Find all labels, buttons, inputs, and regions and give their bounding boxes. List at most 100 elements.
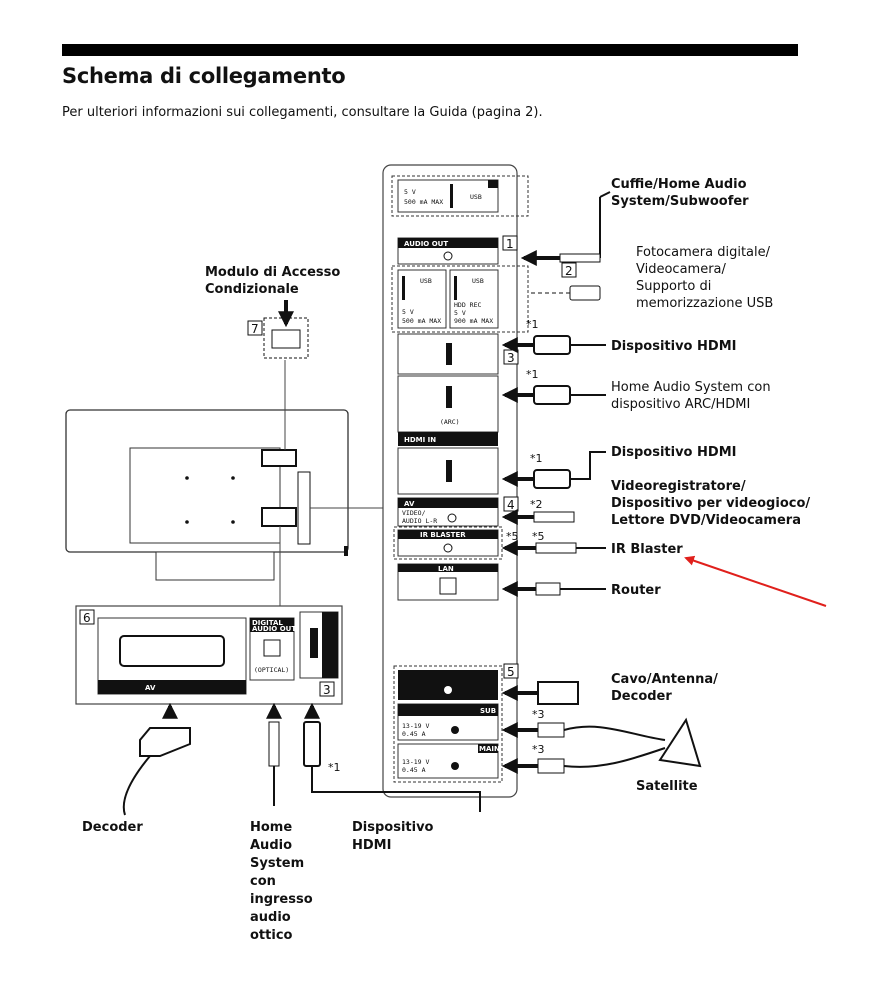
- callout-3b-box: [319, 681, 335, 697]
- sat-main-volt: 13-19 V: [402, 758, 429, 766]
- hdmi-cable: [570, 451, 606, 480]
- label-optical-4: con: [250, 874, 276, 889]
- label-camera-3: Supporto di: [636, 279, 711, 294]
- star-3-sub: *3: [532, 708, 545, 721]
- callout-7: 7: [251, 322, 259, 336]
- optical-plug-icon: [268, 721, 280, 767]
- label-hdmi-bottom-2: HDMI: [352, 838, 391, 853]
- usb23-dashed-frame: [391, 265, 529, 333]
- scart-connector-icon: [119, 635, 225, 667]
- label-hdmi-bottom-1: Dispositivo: [352, 820, 434, 835]
- audio-out-jack-icon: [443, 251, 453, 261]
- av-video-label: VIDEO/: [402, 509, 426, 517]
- usb1-spec-ma: 500 mA MAX: [404, 198, 443, 206]
- label-optical-2: Audio: [250, 838, 292, 853]
- hdmi1-arc-label: (ARC): [440, 418, 460, 426]
- antenna-jack-icon: [444, 686, 452, 694]
- usb3-spec-ma: 900 mA MAX: [454, 317, 493, 325]
- usb2-spec-ma: 500 mA MAX: [402, 317, 441, 325]
- star-5-cable: *5: [532, 530, 545, 543]
- sat-main-header: [478, 744, 498, 753]
- label-router: Router: [611, 583, 661, 598]
- hdmi-bottom-header: [322, 612, 338, 678]
- tv-terminal-bottom: [261, 507, 297, 527]
- label-optical-5: ingresso: [250, 892, 313, 907]
- usb1-port-box: [397, 179, 499, 213]
- scart-bar: [98, 680, 246, 694]
- label-ir-blaster: IR Blaster: [611, 542, 683, 557]
- tv-screw-icon: [231, 520, 235, 524]
- sat-sub-jack-icon: [451, 726, 459, 734]
- callout-3b: 3: [323, 683, 331, 697]
- hdmi-in-label: HDMI IN: [404, 436, 436, 444]
- callout-4: 4: [507, 498, 515, 512]
- label-camera-1: Fotocamera digitale/: [636, 245, 771, 260]
- av-audio-label: AUDIO L-R: [402, 517, 437, 525]
- optical-audio-out-label: AUDIO OUT: [252, 625, 296, 633]
- antenna-port-box: [398, 670, 498, 700]
- usb1-number-badge: [488, 180, 498, 188]
- scart-av-label: AV: [145, 684, 156, 692]
- usb3-spec-volt: 5 V: [454, 309, 466, 317]
- lan-header: [398, 564, 498, 572]
- callout-2: 2: [565, 264, 573, 278]
- usb1-spec-volt: 5 V: [404, 188, 416, 196]
- star-2-av: *2: [530, 498, 543, 511]
- star-3-main: *3: [532, 743, 545, 756]
- label-hdmi-device-2: Dispositivo HDMI: [611, 445, 736, 460]
- tv-stand: [155, 551, 275, 581]
- label-antenna-2: Decoder: [611, 689, 672, 704]
- label-decoder: Decoder: [82, 820, 143, 835]
- usb3-hdd-rec: HDD REC: [454, 301, 481, 309]
- usb-plug-icon: [569, 285, 601, 301]
- label-optical-6: audio: [250, 910, 291, 925]
- star-1-hdmi4: *1: [530, 452, 543, 465]
- star-1-hdmi1: *1: [526, 368, 539, 381]
- cam-module-label-2: Condizionale: [205, 282, 299, 297]
- label-headphones-2: System/Subwoofer: [611, 194, 749, 209]
- audio-out-header: [398, 238, 498, 248]
- hdmi2-port-box: [397, 333, 499, 375]
- satellite-dish-icon: [658, 717, 702, 768]
- usb1-dashed-frame: [391, 175, 529, 217]
- sat-main-jack-icon: [451, 762, 459, 770]
- hdmi-bottom-port-icon: [310, 628, 318, 658]
- callout-2-box: [561, 262, 577, 278]
- star-1-bottom: *1: [328, 761, 341, 774]
- sat-main-label: MAIN: [479, 745, 500, 753]
- av-in-header: [398, 498, 498, 508]
- scart-cable: [122, 755, 151, 816]
- cam-module-label-1: Modulo di Accesso: [205, 265, 340, 280]
- label-video-devices-1: Videoregistratore/: [611, 479, 746, 494]
- scart-plug-icon: [139, 727, 191, 757]
- headphone-cable: [599, 191, 611, 198]
- label-headphones-1: Cuffie/Home Audio: [611, 177, 747, 192]
- av-in-label: AV: [404, 500, 415, 508]
- ir-blaster-header: [398, 530, 498, 539]
- callout-6: 6: [83, 611, 91, 625]
- sat-main-amp: 0.45 A: [402, 766, 426, 774]
- hdmi-plug-icon: [533, 469, 571, 489]
- callout-7-box: [247, 320, 263, 336]
- optical-digital-label: DIGITAL: [252, 619, 283, 627]
- hdmi2-port-icon: [446, 343, 452, 365]
- optical-jack-icon: [263, 639, 281, 657]
- ir-jack-icon: [443, 543, 453, 553]
- usb2-label: USB: [420, 277, 432, 285]
- headphone-plug-icon: [559, 253, 601, 263]
- star-5-panel: *5: [506, 530, 519, 543]
- antenna-plug-icon: [537, 681, 579, 705]
- usb3-port-box: [449, 269, 499, 329]
- label-video-devices-3: Lettore DVD/Videocamera: [611, 513, 801, 528]
- label-satellite: Satellite: [636, 779, 698, 794]
- usb2-slot-icon: [402, 276, 405, 300]
- cam-slot-icon: [271, 329, 301, 349]
- callout-5: 5: [507, 665, 515, 679]
- callout-6-box: [79, 609, 95, 625]
- usb2-spec-volt: 5 V: [402, 308, 414, 316]
- usb2-port-box: [397, 269, 447, 329]
- label-optical-1: Home: [250, 820, 292, 835]
- tv-side-terminal: [297, 471, 311, 545]
- ir-plug-icon: [535, 542, 577, 554]
